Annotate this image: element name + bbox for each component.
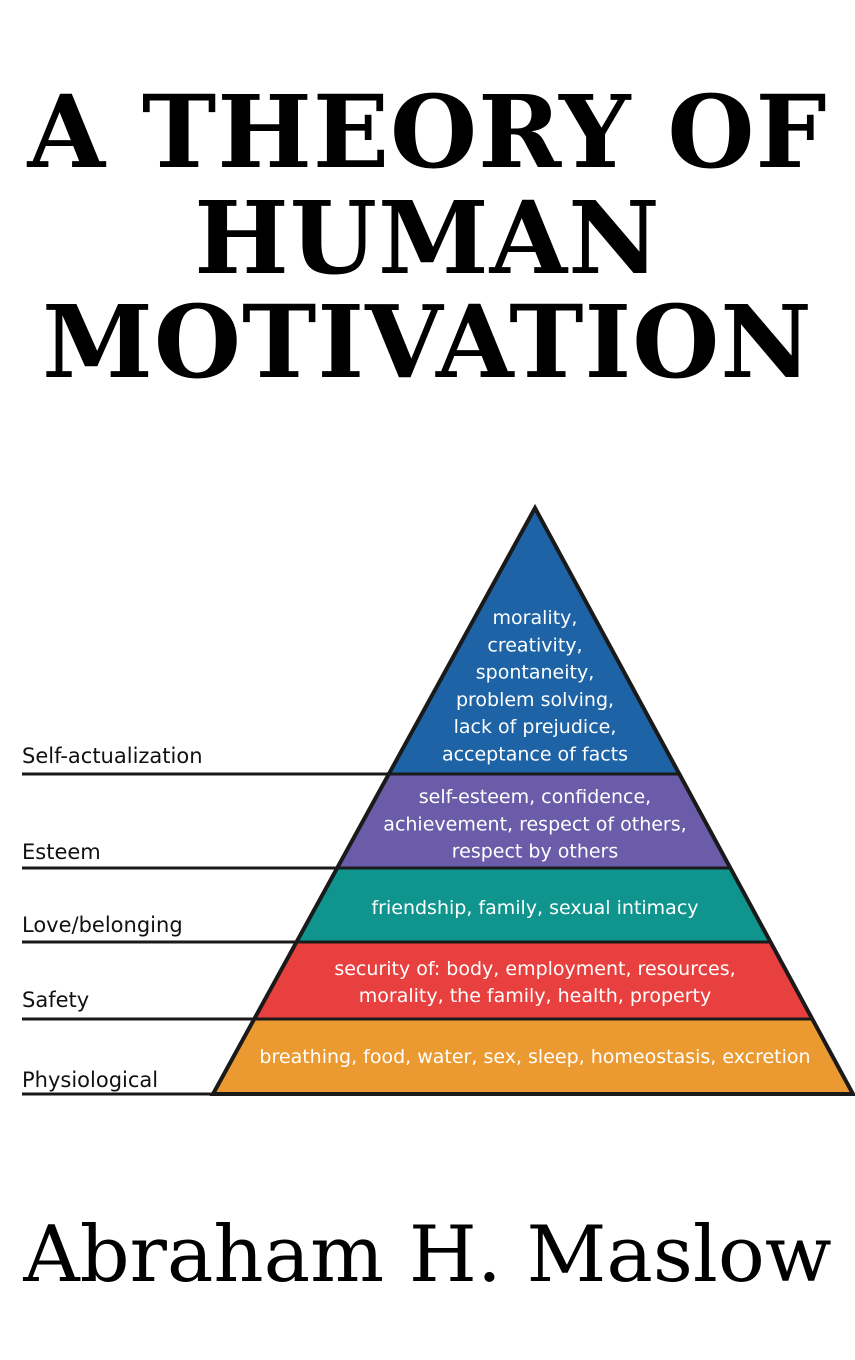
tier-2-text-line: self-esteem, confidence, <box>419 786 651 808</box>
tier-1-text-line: creativity, <box>487 634 582 656</box>
tier-1-text-line: problem solving, <box>456 689 614 711</box>
level-label-1: Self-actualization <box>22 744 203 768</box>
tier-4-text-line: morality, the family, health, property <box>359 985 711 1007</box>
pyramid-outline <box>209 503 855 1096</box>
tier-1-text-line: spontaneity, <box>476 662 594 684</box>
level-label-3: Love/belonging <box>22 913 183 937</box>
tier-4-text-line: security of: body, employment, resources… <box>334 958 735 980</box>
title-line-2: HUMAN <box>194 179 661 297</box>
pyramid-tier-4 <box>254 942 813 1019</box>
tier-1-text-line: lack of prejudice, <box>454 716 617 738</box>
tier-1-text-line: morality, <box>493 607 578 629</box>
author-name: Abraham H. Maslow <box>23 1210 832 1300</box>
tier-3-text-line: friendship, family, sexual intimacy <box>371 897 698 919</box>
pyramid-tier-5 <box>213 1019 853 1094</box>
pyramid-tier-1 <box>388 508 680 774</box>
pyramid-tier-2 <box>337 774 731 868</box>
tier-5-text-line: breathing, food, water, sex, sleep, home… <box>259 1046 810 1068</box>
tier-2-text-line: achievement, respect of others, <box>383 813 686 835</box>
tier-2-text-line: respect by others <box>452 841 619 863</box>
title-line-1: A THEORY OF <box>27 73 828 191</box>
level-label-2: Esteem <box>22 840 101 864</box>
title-line-3: MOTIVATION <box>42 283 813 401</box>
tier-1-text-line: acceptance of facts <box>442 744 628 766</box>
level-label-4: Safety <box>22 988 89 1012</box>
level-label-5: Physiological <box>22 1068 158 1092</box>
pyramid-tier-3 <box>296 868 771 942</box>
